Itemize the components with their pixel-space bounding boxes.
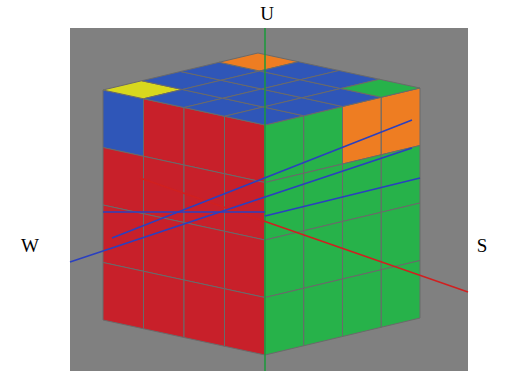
sticker <box>225 116 266 182</box>
sticker <box>103 263 144 329</box>
sticker <box>343 212 382 279</box>
sticker <box>304 279 343 346</box>
left-face <box>103 90 265 355</box>
sticker <box>184 223 225 289</box>
sticker <box>343 270 382 337</box>
axis-label: S <box>477 235 488 257</box>
axis-label: W <box>21 235 39 257</box>
sticker <box>184 108 225 174</box>
sticker <box>304 107 343 174</box>
w-axis <box>70 148 412 262</box>
sticker <box>103 205 144 271</box>
sticker <box>103 90 144 156</box>
background <box>70 28 468 371</box>
sticker <box>265 231 304 298</box>
sticker <box>265 173 304 240</box>
sticker <box>265 116 304 183</box>
sticker <box>103 148 144 214</box>
top-face <box>103 53 420 125</box>
sticker <box>225 231 266 297</box>
s-axis <box>140 178 468 292</box>
sticker <box>144 271 185 337</box>
axis-label: U <box>260 3 274 25</box>
grid-line <box>103 211 265 213</box>
sticker <box>381 203 420 270</box>
sticker <box>381 88 420 155</box>
sticker <box>225 289 266 355</box>
sticker <box>304 164 343 231</box>
u-axis <box>264 28 266 371</box>
sticker <box>184 280 225 346</box>
sticker <box>304 222 343 289</box>
right-face <box>265 88 420 355</box>
sticker <box>341 79 420 97</box>
sticker <box>225 174 266 240</box>
grid-line <box>265 178 420 216</box>
sticker <box>381 261 420 328</box>
sticker <box>265 288 304 355</box>
grid-line <box>112 120 412 238</box>
sticker <box>343 97 382 164</box>
sticker <box>144 99 185 165</box>
